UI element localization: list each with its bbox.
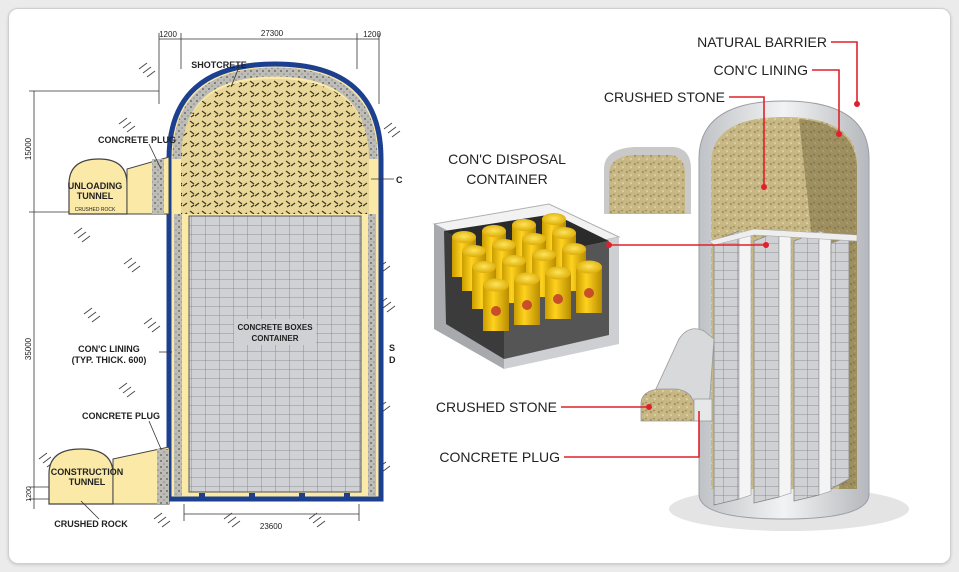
- dim-bottom-span: 23600: [260, 522, 283, 531]
- construction-tunnel-label-1: CONSTRUCTION: [51, 467, 124, 477]
- conc-lining-label: CON'C LINING: [714, 62, 808, 78]
- edge-label-c: C: [396, 175, 403, 185]
- gravel-strip-right: [368, 214, 376, 496]
- grid-label-bg: [234, 319, 316, 345]
- lining-label-1: CON'C LINING: [78, 344, 140, 354]
- floor-marks: [199, 493, 350, 498]
- section-drawing: 1200 27300 1200 23600 15000 35000 1200: [24, 29, 403, 531]
- concrete-plug-lower-label: CONCRETE PLUG: [82, 411, 160, 421]
- disposal-container-label-1: CON'C DISPOSAL: [448, 151, 566, 167]
- edge-label-d: D: [389, 355, 396, 365]
- gravel-strip-left: [174, 214, 182, 496]
- concrete-boxes-grid: [188, 215, 362, 493]
- dim-v-bottom: 1200: [26, 486, 33, 502]
- dim-top-span: 27300: [261, 29, 284, 38]
- diagram-canvas: 1200 27300 1200 23600 15000 35000 1200: [24, 29, 909, 531]
- cutaway-illustration: NATURAL BARRIER CON'C LINING CRUSHED STO…: [432, 34, 909, 531]
- dim-top-right: 1200: [363, 30, 381, 39]
- dim-top-left: 1200: [159, 30, 177, 39]
- upper-tunnel-stone: [609, 155, 685, 214]
- shotcrete-label: SHOTCRETE: [191, 60, 247, 70]
- crushed-stone-top-label: CRUSHED STONE: [604, 89, 725, 105]
- lower-concrete-plug: [693, 398, 713, 422]
- crushed-rock-label: CRUSHED ROCK: [54, 519, 128, 529]
- dome-crushed-rock: [181, 79, 369, 214]
- concrete-boxes-label-1: CONCRETE BOXES: [237, 323, 313, 332]
- shotcrete-band: [172, 67, 378, 160]
- crushed-stone-bottom-label: CRUSHED STONE: [436, 399, 557, 415]
- cutaway-leaders: [561, 41, 858, 458]
- dim-v-upper: 15000: [24, 137, 33, 160]
- dimension-lines: [29, 33, 380, 521]
- concrete-plug-label: CONCRETE PLUG: [439, 449, 560, 465]
- drums: [452, 213, 602, 331]
- concrete-plug-upper-label: CONCRETE PLUG: [98, 135, 176, 145]
- leader-dots: [606, 101, 860, 410]
- concrete-boxes-label-2: CONTAINER: [252, 334, 299, 343]
- container-stacks: [708, 228, 858, 506]
- unloading-tunnel-label-1: UNLOADING: [68, 181, 123, 191]
- upper-plug-gravel: [152, 159, 164, 214]
- natural-barrier-label: NATURAL BARRIER: [697, 34, 827, 50]
- section-leaders: [80, 66, 394, 520]
- unloading-tunnel-label-2: TUNNEL: [77, 191, 114, 201]
- lower-plug-gravel: [157, 449, 169, 504]
- diagram-frame: 1200 27300 1200 23600 15000 35000 1200: [8, 8, 951, 564]
- crushed-rock-small-label: CRUSHED ROCK: [75, 207, 116, 213]
- dim-v-main: 35000: [24, 337, 33, 360]
- lining-label-2: (TYP. THICK. 600): [72, 355, 147, 365]
- edge-label-s: S: [389, 343, 395, 353]
- construction-tunnel-label-2: TUNNEL: [69, 477, 106, 487]
- disposal-container-label-2: CONTAINER: [466, 171, 547, 187]
